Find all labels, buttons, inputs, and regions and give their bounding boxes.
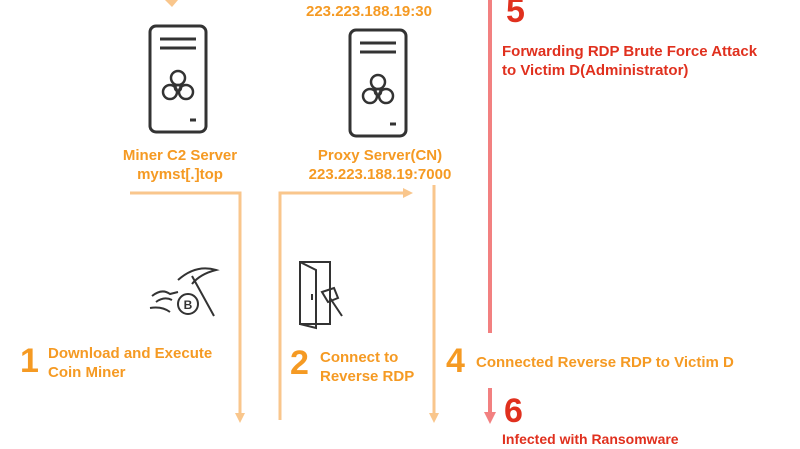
arrow-top-fragment [165, 0, 178, 7]
step-6-number: 6 [504, 392, 523, 430]
biohazard-server-icon [348, 28, 408, 138]
arrow-miner-down [130, 191, 245, 423]
pickaxe-coin-icon: B [148, 262, 220, 324]
proxy-server-address: 223.223.188.19:7000 [308, 166, 452, 183]
miner-server-name: Miner C2 Server [122, 147, 238, 164]
step-6-text: Infected with Ransomware [502, 430, 792, 449]
step-4-text: Connected Reverse RDP to Victim D [476, 353, 776, 372]
step-5-line-2: to Victim D(Administrator) [502, 62, 689, 79]
miner-server-device [148, 24, 208, 134]
step-6-line-1: Infected with Ransomware [502, 431, 679, 447]
step-1-text: Download and Execute Coin Miner [48, 344, 248, 382]
step-4-number: 4 [446, 342, 465, 380]
step-1-number: 1 [20, 342, 39, 380]
step-5-number: 5 [506, 0, 525, 30]
step-5-text: Forwarding RDP Brute Force Attack to Vic… [502, 42, 798, 80]
step-2-line-2: Reverse RDP [320, 368, 415, 385]
svg-text:B: B [184, 298, 193, 312]
biohazard-server-icon [148, 24, 208, 134]
step-1-line-1: Download and Execute [48, 345, 213, 362]
step-2-text: Connect to Reverse RDP [320, 348, 430, 386]
proxy-server-name: Proxy Server(CN) [317, 147, 443, 164]
proxy-server-label: Proxy Server(CN) 223.223.188.19:7000 [290, 146, 470, 184]
proxy-server-device [348, 28, 408, 138]
arrow-connect-reverse-rdp [278, 188, 413, 420]
miner-server-domain: mymst[.]top [137, 166, 223, 183]
miner-server-label: Miner C2 Server mymst[.]top [100, 146, 260, 184]
step-2-line-1: Connect to [320, 349, 399, 366]
step-2-number: 2 [290, 344, 309, 382]
step-4-line-1: Connected Reverse RDP to Victim D [476, 354, 734, 371]
step-5-line-1: Forwarding RDP Brute Force Attack [502, 43, 758, 60]
open-door-icon [294, 258, 346, 330]
step-1-line-2: Coin Miner [48, 364, 126, 381]
top-ip-label: 223.223.188.19:30 [306, 3, 432, 20]
